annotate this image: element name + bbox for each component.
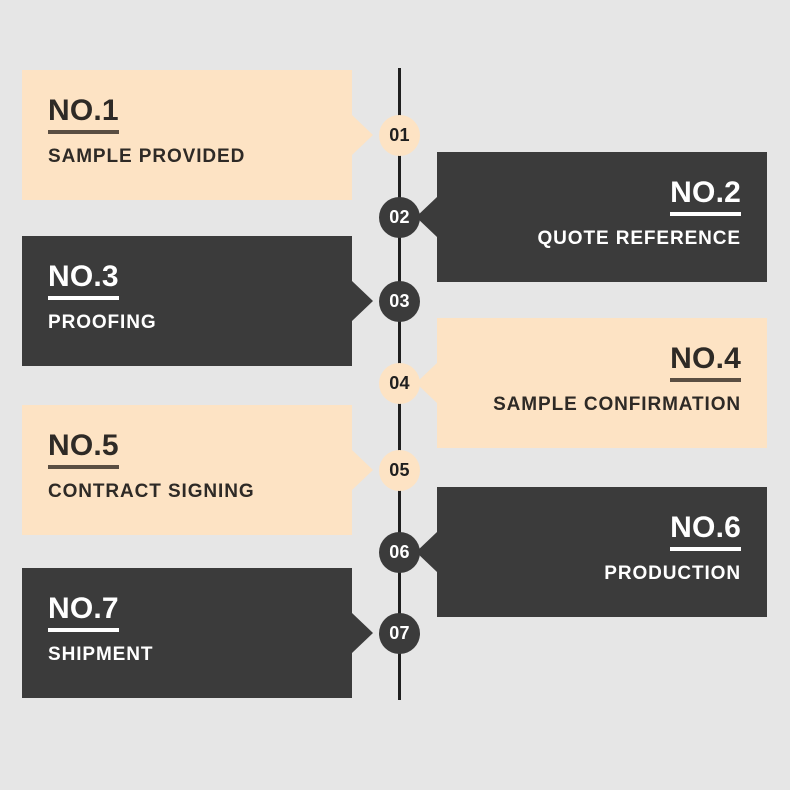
timeline-marker-07[interactable]: 07 (379, 613, 420, 654)
step-title: SHIPMENT (48, 644, 154, 665)
step-number-underline (670, 212, 741, 216)
step-number-label: NO.7 (48, 592, 119, 625)
timeline-marker-03[interactable]: 03 (379, 281, 420, 322)
step-number-group: NO.1 (48, 96, 119, 134)
timeline-marker-02[interactable]: 02 (379, 197, 420, 238)
timeline-marker-04[interactable]: 04 (379, 363, 420, 404)
card-arrow-icon (352, 115, 373, 155)
timeline-marker-05[interactable]: 05 (379, 450, 420, 491)
step-number-group: NO.2 (670, 178, 741, 216)
step-number-label: NO.2 (670, 176, 741, 209)
step-number-group: NO.7 (48, 594, 119, 632)
step-title: PROOFING (48, 312, 157, 333)
step-number-label: NO.4 (670, 342, 741, 375)
step-title: PRODUCTION (604, 563, 741, 584)
step-number-label: NO.1 (48, 94, 119, 127)
step-title: SAMPLE CONFIRMATION (493, 394, 741, 415)
step-number-label: NO.6 (670, 511, 741, 544)
card-arrow-icon (416, 197, 437, 237)
step-number-underline (48, 628, 119, 632)
step-number-label: NO.5 (48, 429, 119, 462)
timeline-marker-01[interactable]: 01 (379, 115, 420, 156)
card-arrow-icon (352, 450, 373, 490)
card-arrow-icon (416, 363, 437, 403)
step-number-label: NO.3 (48, 260, 119, 293)
step-number-group: NO.3 (48, 262, 119, 300)
step-number-underline (670, 378, 741, 382)
card-arrow-icon (352, 281, 373, 321)
card-arrow-icon (352, 613, 373, 653)
step-number-group: NO.4 (670, 344, 741, 382)
step-title: CONTRACT SIGNING (48, 481, 255, 502)
step-title: QUOTE REFERENCE (537, 228, 741, 249)
step-title: SAMPLE PROVIDED (48, 146, 246, 167)
step-number-group: NO.6 (670, 513, 741, 551)
card-arrow-icon (416, 532, 437, 572)
step-number-underline (48, 130, 119, 134)
step-number-group: NO.5 (48, 431, 119, 469)
timeline-marker-06[interactable]: 06 (379, 532, 420, 573)
step-number-underline (48, 296, 119, 300)
step-number-underline (670, 547, 741, 551)
step-number-underline (48, 465, 119, 469)
